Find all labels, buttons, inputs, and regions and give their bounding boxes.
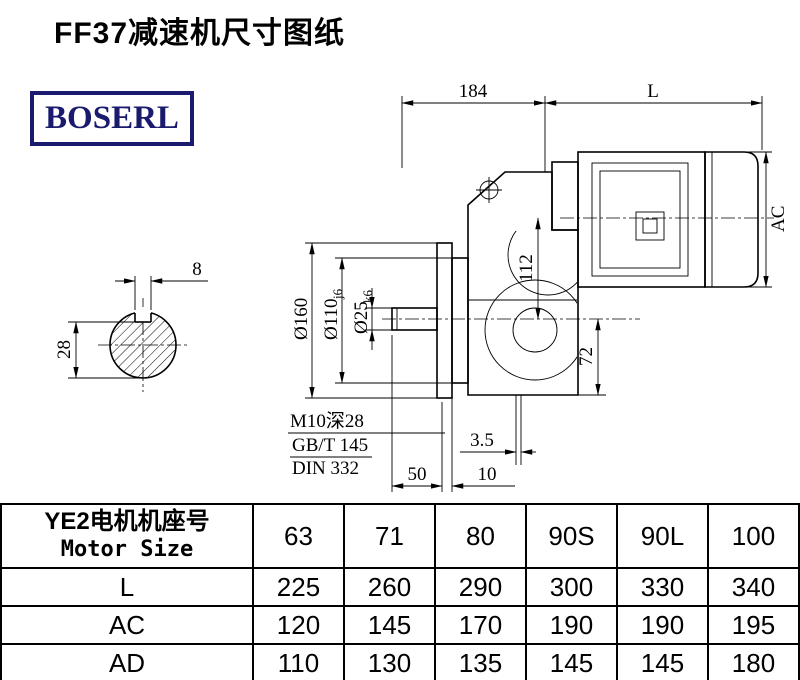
technical-drawing: 184 L AC	[54, 81, 789, 492]
table-cell: 190	[616, 605, 709, 645]
output-shaft	[391, 307, 438, 331]
table-cell: 110	[252, 643, 345, 680]
table-cell: 135	[434, 643, 527, 680]
dim-72-label: 72	[576, 347, 597, 366]
table-header-cell: 90S	[525, 503, 618, 569]
row-label: AD	[0, 643, 254, 680]
row-label: AC	[0, 605, 254, 645]
table-row: AD 110 130 135 145 145 180	[0, 643, 800, 680]
table-cell: 340	[707, 567, 800, 607]
table-header-cell: 90L	[616, 503, 709, 569]
dim-keyway-height: 28	[54, 321, 143, 379]
dim-72: 72	[576, 318, 606, 396]
table-cell: 195	[707, 605, 800, 645]
dim-AC: AC	[745, 151, 789, 288]
table-header-cell: 100	[707, 503, 800, 569]
shaft-cross-section: 8 28	[54, 259, 208, 392]
dim-d25-label: Ø25	[351, 301, 372, 334]
table-row: L 225 260 290 300 330 340	[0, 567, 800, 607]
table-cell: 180	[707, 643, 800, 680]
dim-keyway-width: 8	[115, 259, 208, 310]
table-header-row: YE2电机机座号 Motor Size 63 71 80 90S 90L 100	[0, 503, 800, 569]
table-cell: 145	[525, 643, 618, 680]
table-cell: 170	[434, 605, 527, 645]
dim-184-label: 184	[459, 81, 488, 102]
dim-112: 112	[516, 217, 541, 320]
table-row: AC 120 145 170 190 190 195	[0, 605, 800, 645]
dim-8-label: 8	[192, 259, 202, 280]
table-header-cell: 71	[343, 503, 436, 569]
brand-logo: BOSERL	[30, 91, 194, 146]
dim-28-label: 28	[54, 340, 75, 359]
note-m10: M10深28	[290, 410, 364, 432]
table-cell: 130	[343, 643, 436, 680]
dim-50-label: 50	[408, 464, 427, 485]
dim-AC-label: AC	[768, 206, 789, 232]
terminal-box	[635, 211, 665, 241]
table-cell: 145	[343, 605, 436, 645]
dim-112-label: 112	[516, 254, 537, 282]
table-header-cell: 63	[252, 503, 345, 569]
table-header-cell: 80	[434, 503, 527, 569]
dim-d160: Ø160	[291, 242, 437, 399]
dim-d25-tolerance: k6	[360, 290, 375, 304]
dim-d25: Ø25 k6	[351, 288, 392, 350]
dim-10-label: 10	[478, 464, 497, 485]
dim-d110-tolerance: j6	[330, 288, 345, 300]
table-header-motor-size: YE2电机机座号 Motor Size	[0, 503, 254, 569]
oil-plug-icon	[476, 177, 502, 203]
table-cell: 330	[616, 567, 709, 607]
header-label-en: Motor Size	[60, 537, 194, 563]
note-din332: DIN 332	[292, 458, 359, 479]
dim-184: 184	[401, 81, 546, 172]
output-flange	[436, 242, 469, 399]
page-title: FF37减速机尺寸图纸	[54, 17, 346, 50]
motor-size-table: YE2电机机座号 Motor Size 63 71 80 90S 90L 100…	[0, 503, 800, 680]
table-cell: 300	[525, 567, 618, 607]
dim-3-5: 3.5	[460, 395, 536, 465]
dim-L: L	[544, 81, 763, 150]
note-gbt145: GB/T 145	[292, 435, 368, 456]
dim-3-5-label: 3.5	[470, 430, 494, 451]
row-label: L	[0, 567, 254, 607]
header-label-cn: YE2电机机座号	[44, 508, 210, 536]
table-cell: 145	[616, 643, 709, 680]
gear-housing	[467, 171, 579, 396]
dim-d110-label: Ø110	[321, 298, 342, 340]
center-hole-notes: M10深28 GB/T 145 DIN 332	[288, 410, 445, 479]
dim-L-label: L	[647, 81, 659, 102]
dim-d160-label: Ø160	[291, 298, 312, 340]
table-cell: 225	[252, 567, 345, 607]
table-cell: 290	[434, 567, 527, 607]
motor	[551, 151, 759, 288]
dim-d110: Ø110 j6	[321, 257, 452, 384]
dim-50-10: 50 10	[391, 335, 515, 492]
keyway	[134, 313, 152, 323]
table-cell: 260	[343, 567, 436, 607]
table-cell: 190	[525, 605, 618, 645]
table-cell: 120	[252, 605, 345, 645]
